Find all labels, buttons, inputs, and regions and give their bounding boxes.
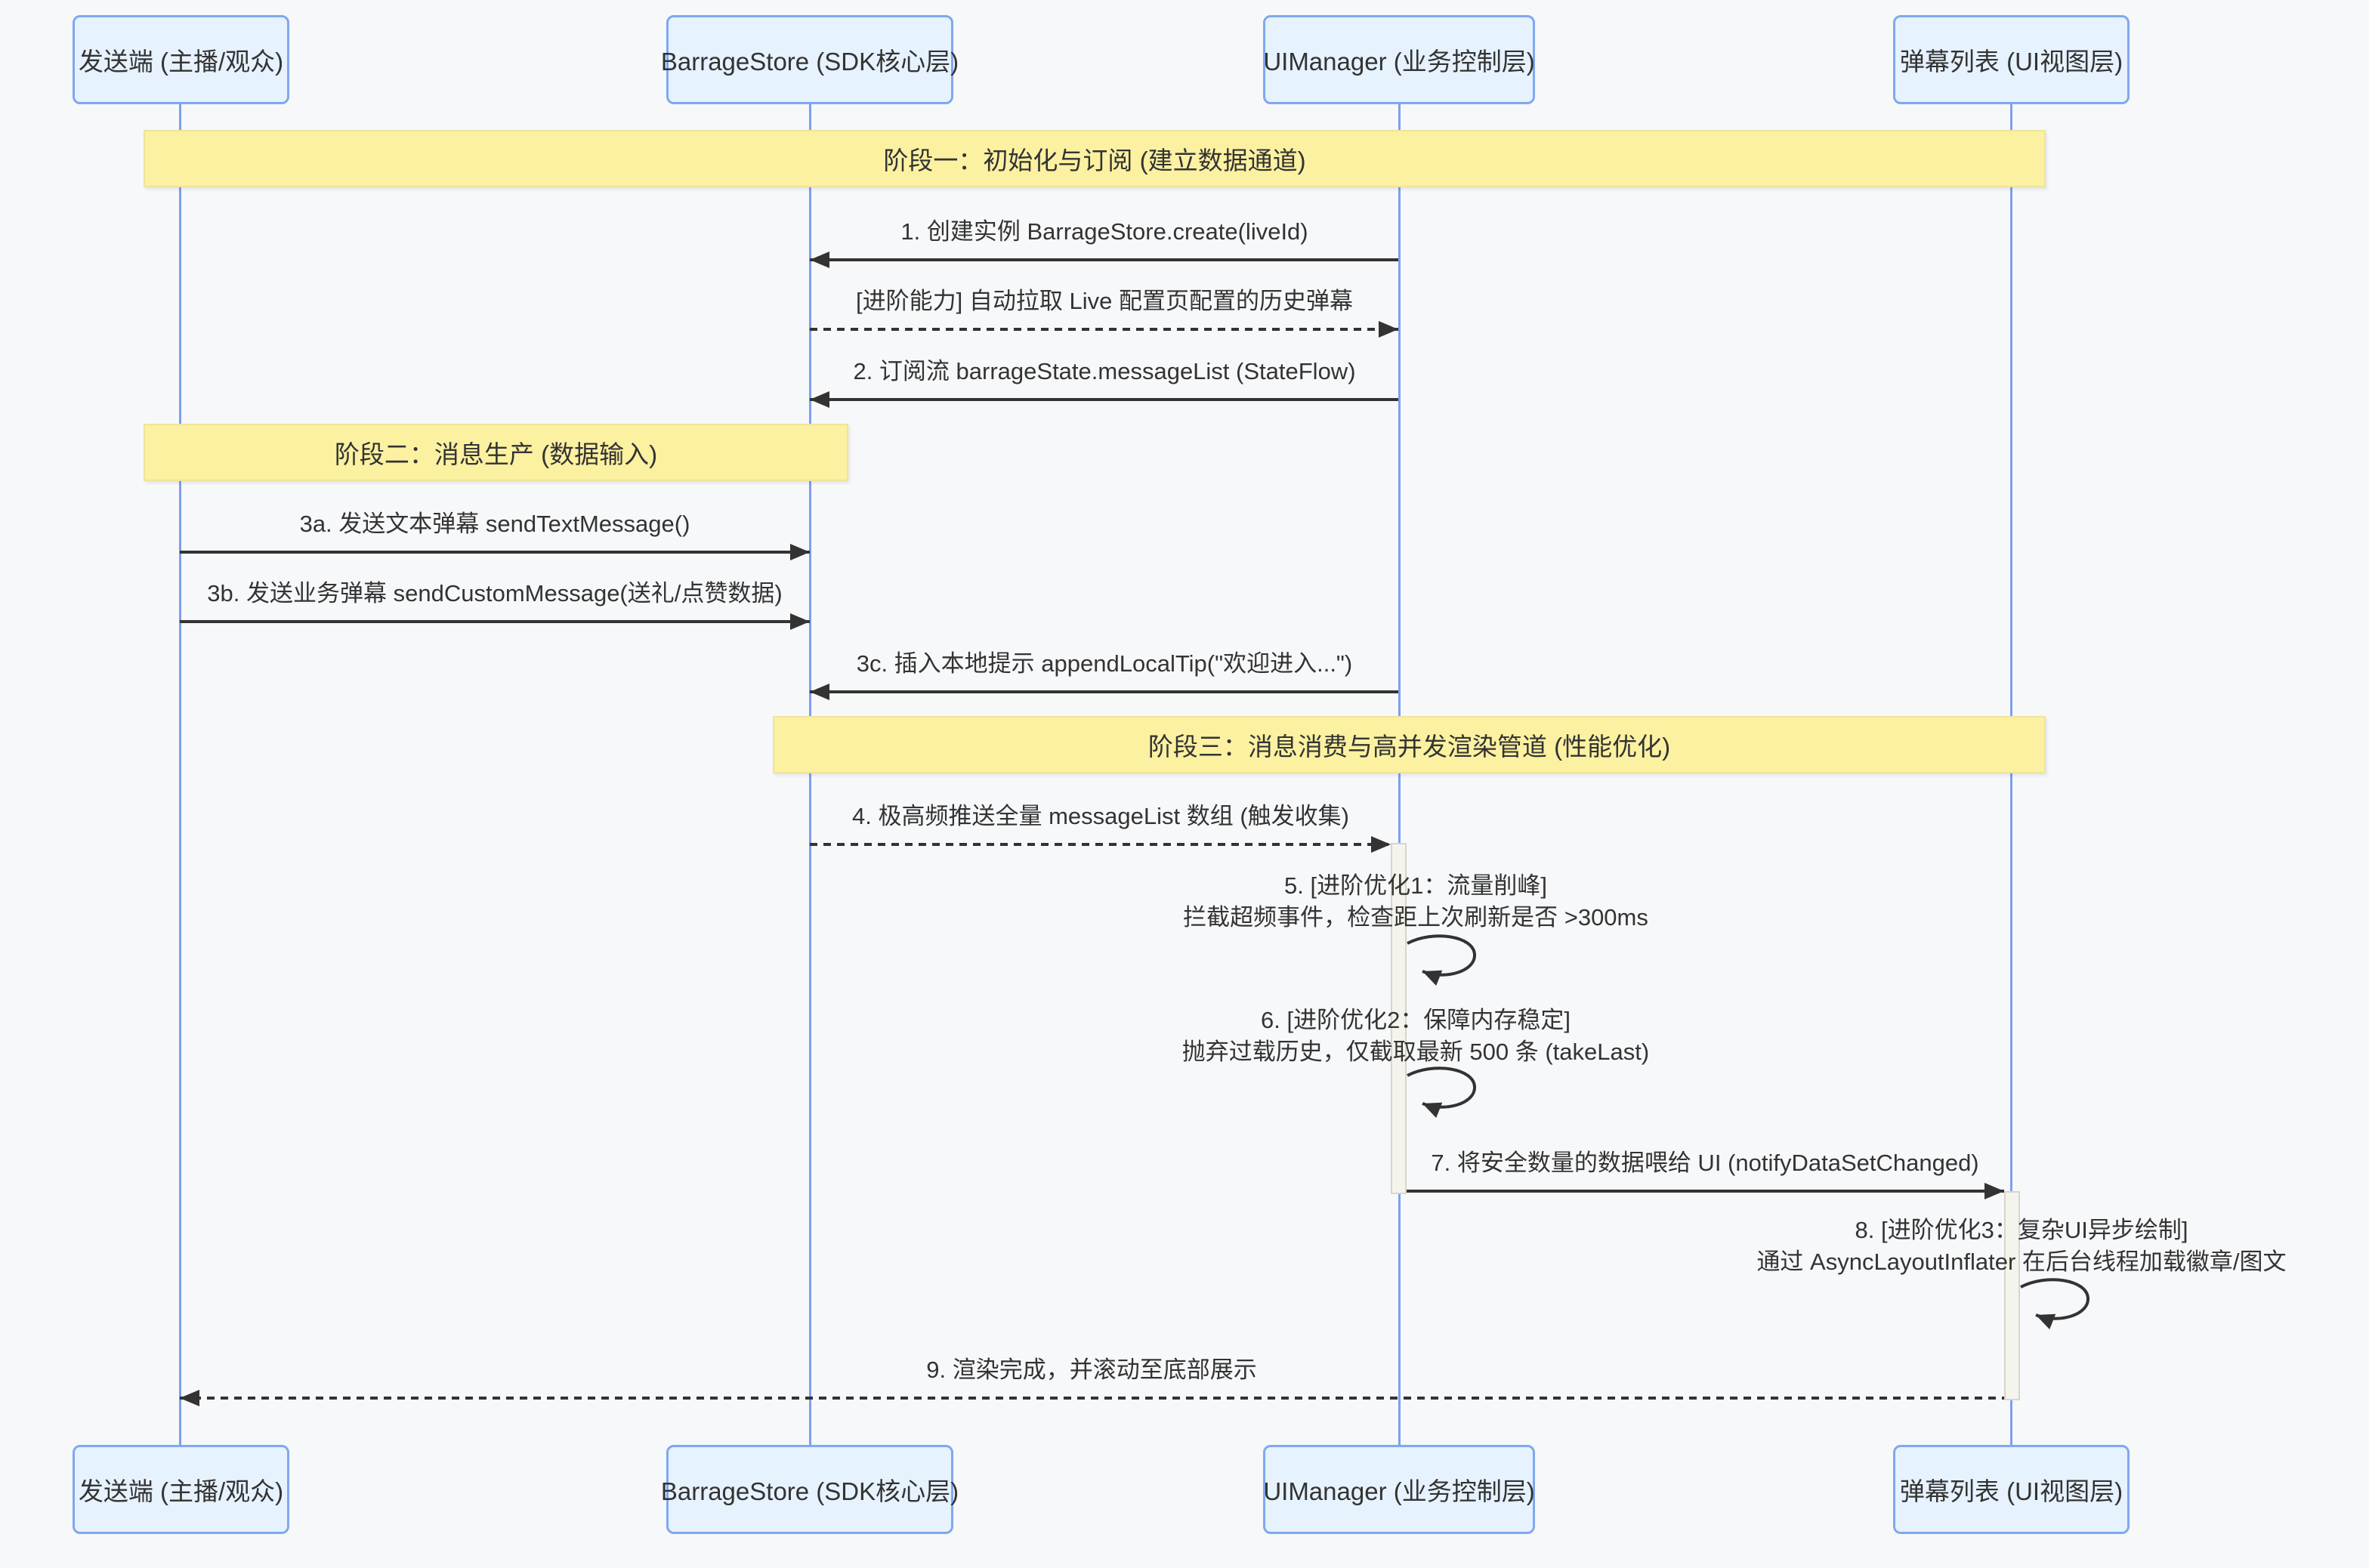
phase-banner-2: 阶段二：消息生产 (数据输入) — [144, 424, 848, 481]
actor-top-barrage-store: BarrageStore (SDK核心层) — [661, 15, 959, 104]
lifeline-sender — [179, 103, 181, 1445]
activation-barrage-list — [2004, 1191, 2020, 1400]
actor-bottom-barrage-store: BarrageStore (SDK核心层) — [661, 1445, 959, 1534]
actor-top-barrage-list: 弹幕列表 (UI视图层) — [1893, 15, 2130, 104]
message-3b-line — [180, 620, 810, 623]
actor-bottom-sender: 发送端 (主播/观众) — [73, 1445, 289, 1534]
message-2-label: 2. 订阅流 barrageState.messageList (StateFl… — [853, 358, 1356, 384]
phase-2-label: 阶段二：消息生产 (数据输入) — [334, 440, 658, 468]
lifeline-barrage-list — [2010, 103, 2012, 1445]
message-4-arrowhead — [1371, 836, 1391, 853]
message-8-self-loop-arrow — [2020, 1278, 2090, 1330]
phase-3-label: 阶段三：消息消费与高并发渲染管道 (性能优化) — [1147, 733, 1671, 761]
message-3a-arrowhead — [790, 544, 810, 560]
actor-top-sender: 发送端 (主播/观众) — [73, 15, 289, 104]
lifeline-barrage-store — [809, 103, 811, 1445]
message-3c-line — [810, 690, 1398, 693]
lifeline-ui-manager — [1398, 103, 1401, 1445]
message-4-line — [810, 843, 1391, 846]
phase-1-label: 阶段一：初始化与订阅 (建立数据通道) — [883, 147, 1306, 174]
actor-top-ui-manager: UIManager (业务控制层) — [1263, 15, 1535, 104]
message-3c-arrowhead — [810, 684, 829, 700]
actor-top-barrage-list-label: 弹幕列表 (UI视图层) — [1899, 48, 2123, 76]
message-adv-label: [进阶能力] 自动拉取 Live 配置页配置的历史弹幕 — [856, 288, 1353, 314]
message-1-label: 1. 创建实例 BarrageStore.create(liveId) — [900, 218, 1308, 245]
message-3a-line — [180, 551, 810, 554]
actor-bottom-barrage-store-label: BarrageStore (SDK核心层) — [660, 1477, 959, 1505]
actor-bottom-ui-manager-label: UIManager (业务控制层) — [1263, 1477, 1535, 1505]
message-9-line — [180, 1397, 2004, 1400]
actor-top-sender-label: 发送端 (主播/观众) — [78, 48, 284, 76]
phase-banner-1: 阶段一：初始化与订阅 (建立数据通道) — [144, 130, 2046, 187]
actor-bottom-barrage-list: 弹幕列表 (UI视图层) — [1893, 1445, 2130, 1534]
actor-top-barrage-store-label: BarrageStore (SDK核心层) — [660, 48, 959, 76]
message-5-label: 5. [进阶优化1：流量削峰] 拦截超频事件，检查距上次刷新是否 >300ms — [1183, 872, 1648, 931]
actor-bottom-barrage-list-label: 弹幕列表 (UI视图层) — [1899, 1477, 2123, 1505]
message-adv-arrowhead — [1379, 321, 1398, 338]
message-5-self-loop-arrow — [1407, 934, 1477, 986]
message-2-arrowhead — [810, 391, 829, 408]
message-6-self-loop-arrow — [1407, 1066, 1477, 1119]
message-8-label: 8. [进阶优化3：复杂UI异步绘制] 通过 AsyncLayoutInflat… — [1756, 1217, 2287, 1275]
activation-ui-manager — [1391, 843, 1407, 1194]
message-adv-line — [810, 328, 1398, 331]
phase-banner-3: 阶段三：消息消费与高并发渲染管道 (性能优化) — [773, 716, 2046, 773]
actor-bottom-sender-label: 发送端 (主播/观众) — [78, 1477, 284, 1505]
message-4-label: 4. 极高频推送全量 messageList 数组 (触发收集) — [852, 803, 1349, 829]
message-3b-arrowhead — [790, 613, 810, 630]
message-3b-label: 3b. 发送业务弹幕 sendCustomMessage(送礼/点赞数据) — [207, 580, 783, 607]
message-1-line — [810, 258, 1398, 261]
message-1-arrowhead — [810, 252, 829, 268]
message-9-label: 9. 渲染完成，并滚动至底部展示 — [926, 1357, 1257, 1383]
message-3c-label: 3c. 插入本地提示 appendLocalTip("欢迎进入...") — [856, 650, 1353, 677]
message-2-line — [810, 398, 1398, 401]
message-9-arrowhead — [180, 1390, 199, 1406]
message-7-label: 7. 将安全数量的数据喂给 UI (notifyDataSetChanged) — [1431, 1150, 1979, 1176]
message-7-line — [1407, 1190, 2004, 1193]
message-7-arrowhead — [1984, 1183, 2004, 1199]
actor-bottom-ui-manager: UIManager (业务控制层) — [1263, 1445, 1535, 1534]
actor-top-ui-manager-label: UIManager (业务控制层) — [1263, 48, 1535, 76]
message-3a-label: 3a. 发送文本弹幕 sendTextMessage() — [299, 511, 690, 537]
message-6-label: 6. [进阶优化2：保障内存稳定] 抛弃过载历史，仅截取最新 500 条 (ta… — [1181, 1007, 1650, 1065]
